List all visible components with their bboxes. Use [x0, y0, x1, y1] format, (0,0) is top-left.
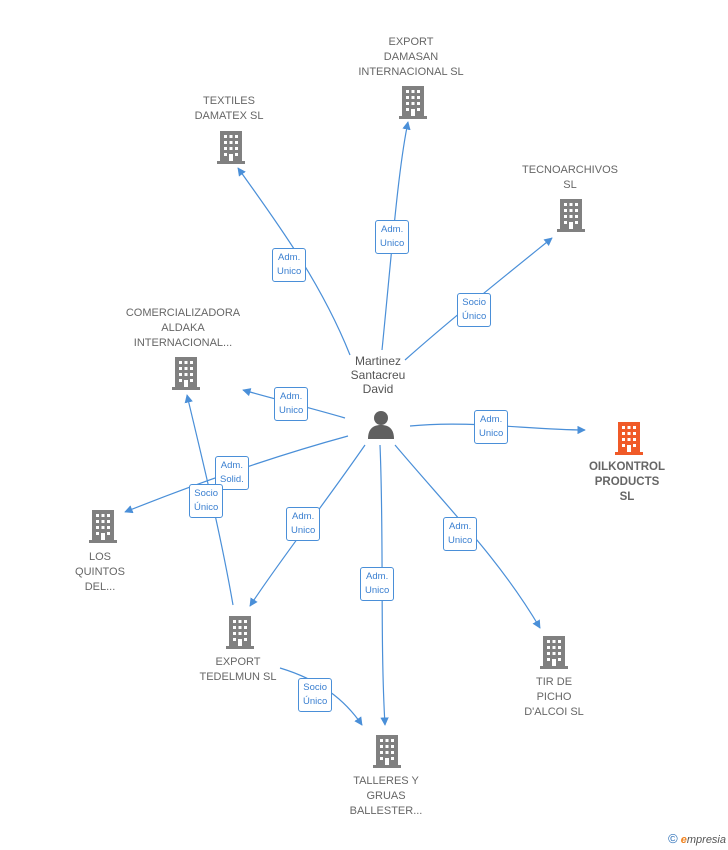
building-icon[interactable]	[372, 733, 402, 774]
brand-logo-e: e	[680, 834, 687, 846]
edge-line-export-damasan	[381, 121, 411, 351]
edge-label-tir-de-picho: Adm. Unico	[443, 517, 478, 551]
edge-label-tecnoarchivos: Socio Único	[457, 293, 492, 327]
company-label-comercializadora[interactable]: COMERCIALIZADORA ALDAKA INTERNACIONAL...	[125, 307, 241, 349]
edge-label-textiles-damatex: Adm. Unico	[272, 248, 307, 282]
building-icon[interactable]	[539, 634, 569, 675]
building-icon[interactable]	[216, 129, 246, 170]
company-label-los-quintos[interactable]: LOS QUINTOS DEL...	[75, 551, 125, 593]
edge-label-oilkontrol: Adm. Unico	[474, 410, 509, 444]
company-label-textiles-damatex[interactable]: TEXTILES DAMATEX SL	[194, 95, 264, 122]
brand-footer: © empresia	[668, 831, 726, 846]
company-label-oilkontrol[interactable]: OILKONTROL PRODUCTS SL	[588, 461, 666, 503]
building-icon[interactable]	[556, 197, 586, 238]
edge-label-export-damasan: Adm. Unico	[375, 220, 410, 254]
brand-logo-text: mpresia	[686, 834, 726, 846]
edge-label-tedelmun-talleres: Socio Único	[298, 678, 333, 712]
edge-label-tedelmun-aldaka: Socio Único	[189, 484, 224, 518]
person-name[interactable]: Martinez Santacreu David	[350, 354, 406, 396]
edge-label-comercializadora: Adm. Unico	[274, 387, 309, 421]
company-label-tir-de-picho[interactable]: TIR DE PICHO D'ALCOI SL	[524, 676, 584, 718]
copyright-symbol: ©	[668, 831, 678, 846]
building-icon[interactable]	[225, 614, 255, 655]
person-icon[interactable]	[366, 408, 396, 440]
building-icon-highlight[interactable]	[614, 420, 644, 461]
edge-label-export-tedelmun: Adm. Unico	[286, 507, 321, 541]
building-icon[interactable]	[171, 355, 201, 396]
company-label-talleres[interactable]: TALLERES Y GRUAS BALLESTER...	[349, 775, 423, 817]
company-label-export-damasan[interactable]: EXPORT DAMASAN INTERNACIONAL SL	[358, 36, 464, 78]
company-label-tecnoarchivos[interactable]: TECNOARCHIVOS SL	[522, 164, 618, 191]
building-icon[interactable]	[88, 508, 118, 549]
company-label-export-tedelmun[interactable]: EXPORT TEDELMUN SL	[199, 656, 277, 683]
building-icon[interactable]	[398, 84, 428, 125]
edge-label-talleres: Adm. Unico	[360, 567, 395, 601]
